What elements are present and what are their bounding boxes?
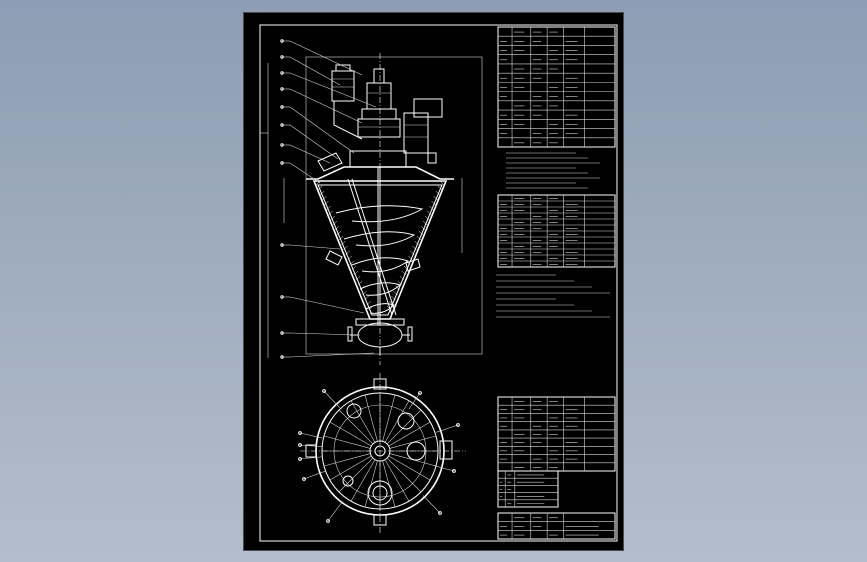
parameter-table: [497, 26, 616, 148]
technical-notes: [506, 152, 600, 189]
lug-top: [373, 378, 387, 390]
leader-balloon: [280, 143, 284, 147]
radial-lines: [322, 393, 438, 509]
cone-inner: [317, 184, 443, 316]
leader-balloon: [322, 389, 326, 393]
leader-balloon: [438, 511, 442, 515]
leader-balloon: [280, 39, 284, 43]
support-arm: [333, 101, 363, 140]
part-leaders: [280, 39, 377, 359]
leader-balloon: [280, 161, 284, 165]
leader-balloon: [280, 355, 284, 359]
top-cover: [349, 150, 407, 168]
plan-view: [298, 373, 466, 533]
screw-flights: [335, 205, 424, 314]
leader-balloon: [280, 55, 284, 59]
dimension-box: [305, 56, 483, 355]
leader-balloon: [280, 123, 284, 127]
drawing-frame: [259, 24, 618, 542]
leader-balloon: [298, 457, 302, 461]
nozzle-table: [497, 194, 616, 268]
leader-balloon: [326, 519, 330, 523]
lug-left: [305, 444, 317, 458]
parts-tables: [496, 26, 616, 540]
leader-balloon: [298, 431, 302, 435]
nozzle-icon: [325, 250, 343, 266]
orbit-arm: [347, 178, 393, 316]
leader-balloon: [280, 243, 284, 247]
revision-table: [497, 470, 559, 508]
front-view: [267, 39, 483, 365]
bill-of-materials: [497, 396, 616, 472]
nozzle-icon: [405, 258, 421, 272]
leader-balloon: [280, 331, 284, 335]
leader-balloon: [418, 391, 422, 395]
requirements-notes: [496, 274, 610, 318]
drive-motor-icon: [331, 64, 355, 102]
leader-balloon: [298, 443, 302, 447]
port-right: [406, 441, 426, 461]
leader-balloon: [280, 105, 284, 109]
drive-motor-icon: [403, 98, 443, 164]
leader-balloon: [280, 71, 284, 75]
leader-balloon: [302, 477, 306, 481]
port-upper-right: [397, 412, 415, 430]
gearbox-icon: [357, 68, 401, 138]
plan-leaders: [298, 389, 460, 523]
drawing-sheet: [244, 13, 623, 550]
cad-drawing: [259, 24, 618, 542]
wall-hatching: [315, 180, 445, 311]
port-lower-left: [342, 475, 354, 487]
nozzle-icon: [317, 152, 343, 172]
leader-balloon: [452, 469, 456, 473]
leader-balloon: [280, 295, 284, 299]
lug-bottom: [373, 514, 387, 526]
leader-balloon: [456, 423, 460, 427]
port-upper-left: [346, 403, 362, 419]
lug-right: [439, 440, 453, 460]
port-large: [367, 480, 393, 506]
title-block: [497, 512, 616, 540]
leader-balloon: [280, 87, 284, 91]
